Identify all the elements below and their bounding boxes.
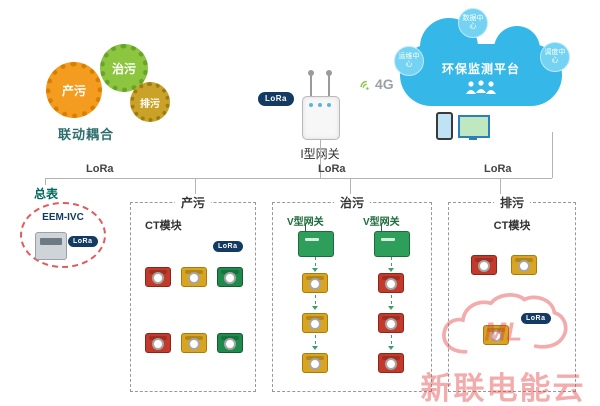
ct-module-yellow — [302, 313, 328, 333]
4g-label: 4G — [375, 76, 394, 92]
connector-cloud — [552, 132, 553, 178]
flow-line — [315, 257, 316, 268]
ct-module-yellow — [181, 333, 207, 353]
cloud-badge-dispatch-center: 调度中心 — [540, 42, 570, 72]
gear-chanwu-label: 产污 — [61, 83, 86, 98]
users-icon — [466, 80, 496, 94]
gateway-led-icon — [327, 103, 331, 107]
gear-paiwu: 排污 — [130, 82, 170, 122]
vgateway-device-left — [298, 224, 334, 257]
gear-paiwu-label: 排污 — [140, 98, 160, 110]
vgateway-left-label: V型网关 — [287, 217, 324, 228]
flow-arrow-icon — [388, 268, 394, 272]
bus-lora-label-right: LoRa — [484, 163, 512, 175]
box-zhiwu-title: 治污 — [333, 194, 371, 211]
connector-box-zhiwu — [350, 178, 351, 202]
gear-zhiwu: 治污 — [100, 44, 148, 92]
ct-module-green — [217, 333, 243, 353]
computer-monitor-icon — [458, 115, 490, 140]
ct-module-yellow — [302, 273, 328, 293]
connector-gateway — [320, 139, 321, 178]
ct-module-yellow — [511, 255, 537, 275]
box-chanwu-title: 产污 — [174, 194, 212, 211]
lora-badge-meter: LoRa — [68, 236, 98, 247]
box-zhiwu: 治污 V型网关 V型网关 — [272, 194, 432, 392]
gears-caption: 联动耦合 — [58, 127, 115, 142]
flow-arrow-icon — [388, 346, 394, 350]
lora-badge-paiwu: LoRa — [521, 313, 551, 324]
lora-badge-chanwu: LoRa — [213, 241, 243, 252]
cloud-badge-ops-center: 运维中心 — [394, 46, 424, 76]
vgateway-right-label: V型网关 — [363, 217, 400, 228]
signal-arcs-icon — [360, 80, 369, 90]
4g-signal-icon: 4G — [358, 76, 394, 92]
connector-box-chanwu — [195, 178, 196, 202]
ct-module-red — [378, 273, 404, 293]
bus-line — [45, 178, 552, 179]
ct-module-red — [378, 313, 404, 333]
gear-zhiwu-label: 治污 — [111, 61, 136, 76]
ct-module-yellow — [302, 353, 328, 373]
box-chanwu-ct-label: CT模块 — [145, 220, 182, 232]
gateway-led-icon — [318, 103, 322, 107]
ct-module-red — [471, 255, 497, 275]
ct-module-yellow — [483, 325, 509, 345]
meter-caption: 总表 — [32, 185, 61, 202]
bus-lora-label-mid: LoRa — [318, 163, 346, 175]
cloud-platform: 环保监测平台 数据中心 运维中心 调度中心 — [394, 8, 570, 106]
cloud-title: 环保监测平台 — [441, 62, 520, 76]
box-paiwu-ct-label: CT模块 — [493, 220, 531, 232]
ct-module-green — [217, 267, 243, 287]
connector-box-paiwu — [500, 178, 501, 202]
mobile-phone-icon — [436, 112, 453, 140]
flow-line — [315, 335, 316, 346]
gateway-antenna-right-icon — [326, 70, 332, 97]
flow-arrow-icon — [388, 306, 394, 310]
flow-line — [391, 335, 392, 346]
flow-arrow-icon — [312, 346, 318, 350]
bus-lora-label-left: LoRa — [86, 163, 114, 175]
ct-module-red — [378, 353, 404, 373]
ct-module-red — [145, 333, 171, 353]
meter-device — [35, 232, 67, 260]
flow-line — [391, 295, 392, 306]
gateway-led-icon — [309, 103, 313, 107]
box-chanwu: 产污 CT模块 LoRa — [130, 194, 256, 392]
vgateway-device-right — [374, 224, 410, 257]
lora-badge-gateway: LoRa — [258, 92, 294, 106]
box-paiwu: 排污 CT模块 LoRa — [448, 194, 576, 392]
flow-arrow-icon — [312, 306, 318, 310]
flow-line — [391, 257, 392, 268]
gateway-device — [302, 96, 340, 140]
flow-line — [315, 295, 316, 306]
flow-arrow-icon — [312, 268, 318, 272]
gear-chanwu: 产污 — [46, 62, 102, 118]
box-paiwu-title: 排污 — [493, 194, 531, 211]
meter-group: EEM-IVC LoRa — [20, 202, 106, 268]
gateway-antenna-left-icon — [308, 70, 314, 97]
ct-module-yellow — [181, 267, 207, 287]
ct-module-red — [145, 267, 171, 287]
meter-model-label: EEM-IVC — [42, 212, 84, 223]
cloud-badge-data-center: 数据中心 — [458, 8, 488, 38]
